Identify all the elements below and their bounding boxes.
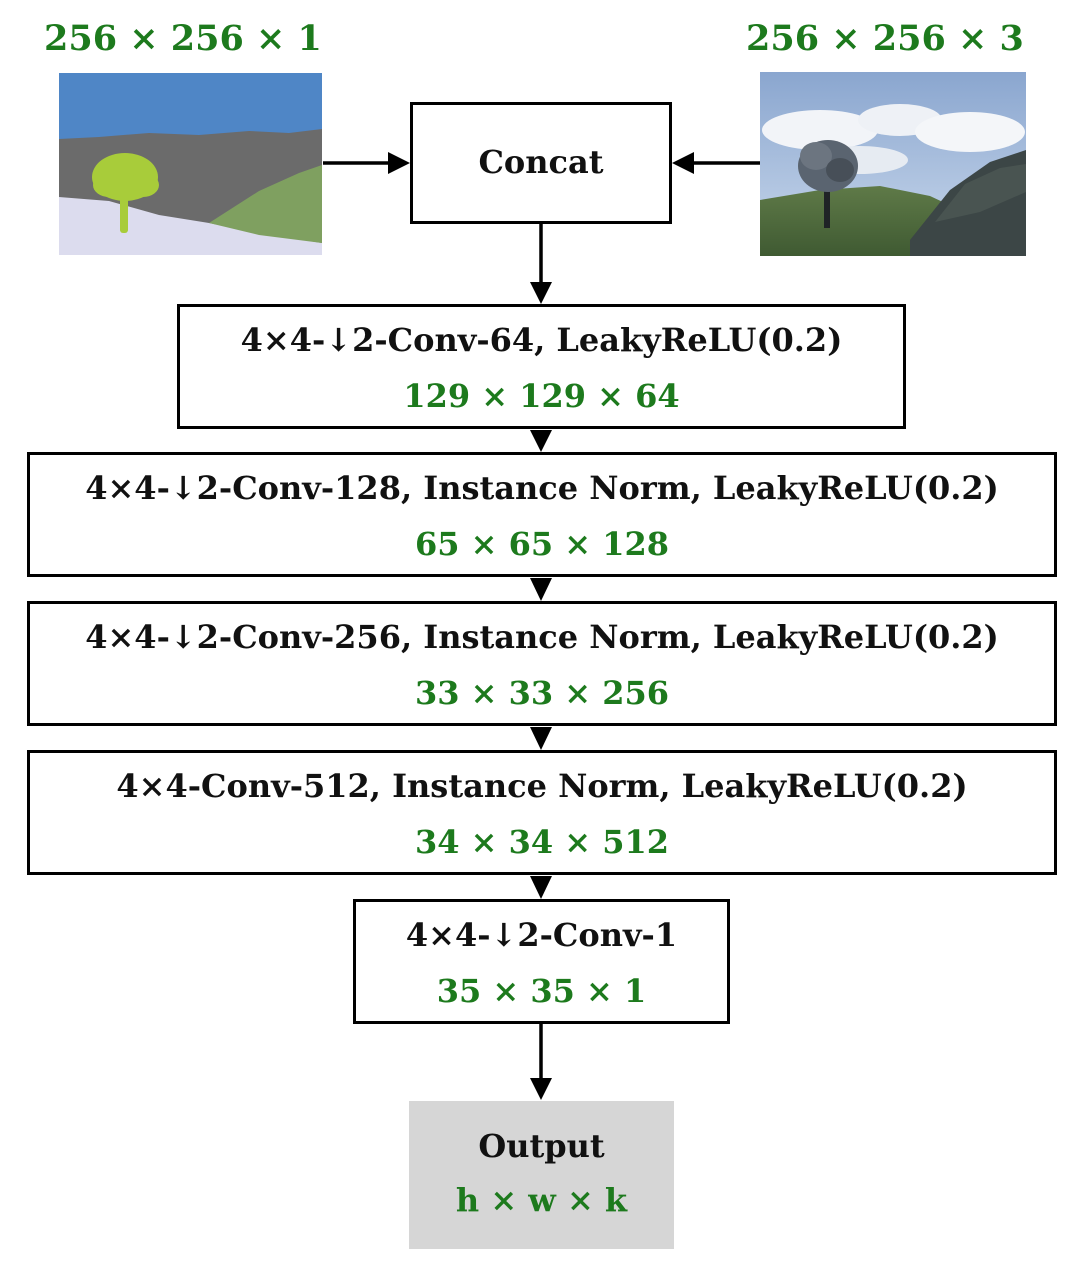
arrow-concat-to-conv1 [530, 224, 552, 304]
conv-layer-2-box: 4×4-↓2-Conv-128, Instance Norm, LeakyReL… [27, 452, 1057, 577]
conv-layer-3-dims: 33 × 33 × 256 [414, 674, 670, 712]
segmentation-map-image [59, 73, 322, 255]
output-box: Output h × w × k [409, 1101, 674, 1249]
photo-input-dims: 256 × 256 × 3 [746, 18, 1024, 59]
arrow-seg-to-concat [323, 152, 410, 174]
arrow-photo-to-concat [672, 152, 760, 174]
arrow-conv4-to-conv5 [530, 876, 552, 899]
conv-layer-2-dims: 65 × 65 × 128 [414, 525, 670, 563]
conv-layer-4-dims: 34 × 34 × 512 [414, 823, 670, 861]
conv-layer-3-label: 4×4-↓2-Conv-256, Instance Norm, LeakyReL… [85, 618, 999, 656]
conv-layer-4-box: 4×4-Conv-512, Instance Norm, LeakyReLU(0… [27, 750, 1057, 875]
arrow-conv1-to-conv2 [530, 430, 552, 452]
conv-layer-1-box: 4×4-↓2-Conv-64, LeakyReLU(0.2) 129 × 129… [177, 304, 906, 429]
conv-layer-4-label: 4×4-Conv-512, Instance Norm, LeakyReLU(0… [116, 767, 968, 805]
output-label: Output [478, 1127, 605, 1165]
output-dims: h × w × k [455, 1181, 628, 1219]
conv-layer-1-dims: 129 × 129 × 64 [403, 377, 680, 415]
conv-layer-2-label: 4×4-↓2-Conv-128, Instance Norm, LeakyReL… [85, 469, 999, 507]
conv-layer-1-label: 4×4-↓2-Conv-64, LeakyReLU(0.2) [240, 321, 843, 359]
conv-layer-5-label: 4×4-↓2-Conv-1 [405, 916, 678, 954]
conv-layer-3-box: 4×4-↓2-Conv-256, Instance Norm, LeakyReL… [27, 601, 1057, 726]
arrow-conv3-to-conv4 [530, 727, 552, 750]
conv-layer-5-box: 4×4-↓2-Conv-1 35 × 35 × 1 [353, 899, 730, 1024]
arrow-conv2-to-conv3 [530, 578, 552, 601]
seg-input-dims: 256 × 256 × 1 [44, 18, 322, 59]
landscape-photo-image [760, 72, 1026, 256]
concat-box: Concat [410, 102, 672, 224]
concat-label: Concat [478, 143, 604, 181]
arrow-conv5-to-output [530, 1024, 552, 1100]
conv-layer-5-dims: 35 × 35 × 1 [436, 972, 647, 1010]
